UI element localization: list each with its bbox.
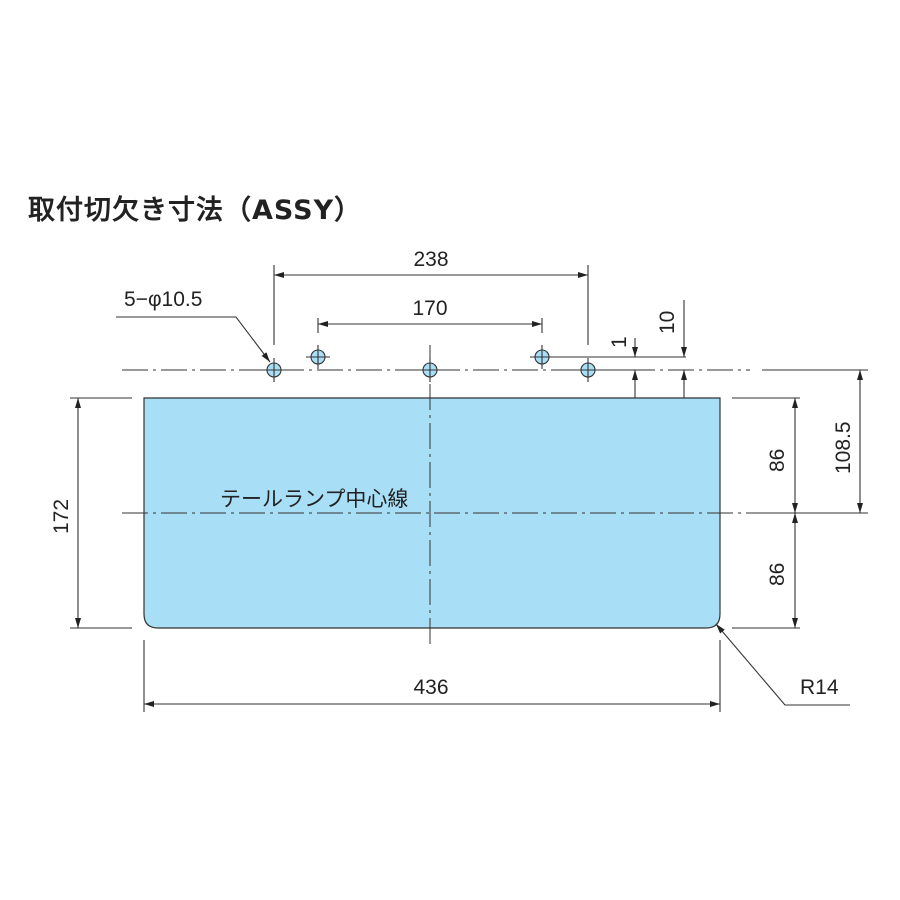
radius-label: R14 <box>800 676 839 699</box>
dim-10: 10 <box>656 311 679 334</box>
dim-108-5: 108.5 <box>832 421 855 474</box>
hole-4 <box>530 345 554 369</box>
dim-436: 436 <box>413 676 448 699</box>
mounting-holes <box>262 345 600 382</box>
dim-1: 1 <box>608 336 631 348</box>
hole-spec-label: 5−φ10.5 <box>124 288 202 311</box>
dim-86-upper: 86 <box>766 449 789 472</box>
dim-172: 172 <box>50 499 73 534</box>
hole-1 <box>262 358 286 382</box>
dim-170: 170 <box>412 297 447 320</box>
hole-2 <box>306 345 330 369</box>
drawing-title: 取付切欠き寸法（ASSY） <box>28 195 363 226</box>
dim-86-lower: 86 <box>766 563 789 586</box>
radius-leader <box>715 623 850 706</box>
centerline-label: テールランプ中心線 <box>220 487 408 511</box>
cutout-shape <box>143 397 721 629</box>
dim-238: 238 <box>413 248 448 271</box>
hole-3 <box>418 358 442 382</box>
hole-leader <box>116 316 271 363</box>
